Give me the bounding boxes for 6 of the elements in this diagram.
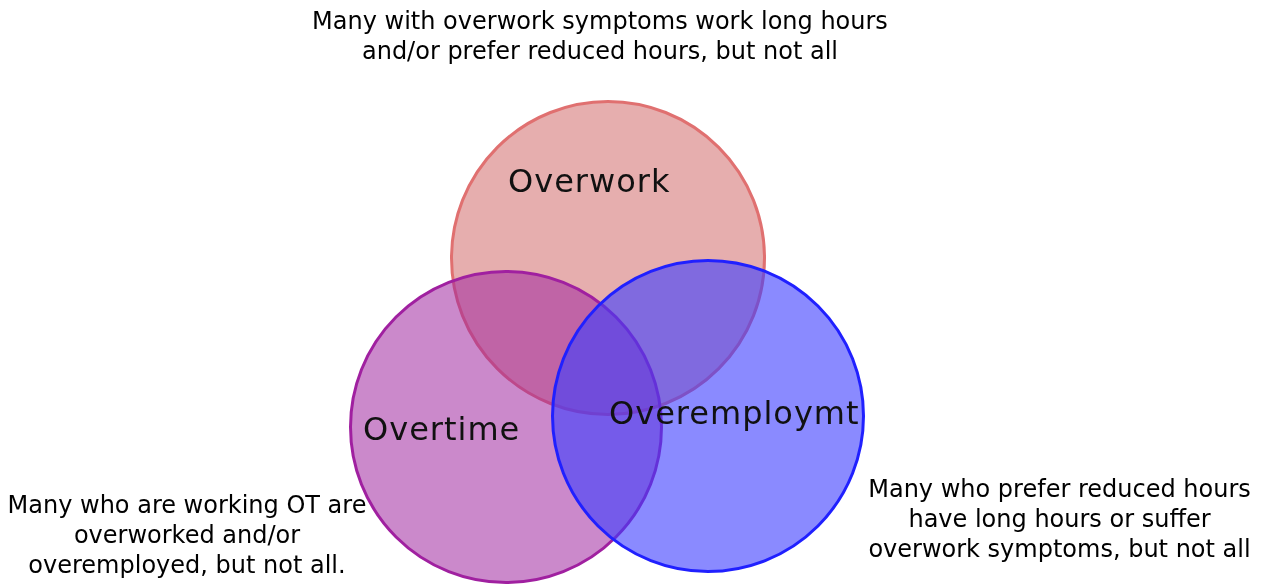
note: Many with overwork symptoms work long hours and/or prefer reduced hours, but not all — [311, 6, 889, 66]
note: Many who prefer reduced hours have long hours or suffer overwork symptoms, but not all — [867, 474, 1252, 564]
circle-label: Overemploymt — [609, 394, 860, 432]
note: Many who are working OT are overworked and/or overemployed, but not all. — [6, 490, 368, 580]
circle-label: Overwork — [508, 162, 671, 200]
circle-label: Overtime — [363, 410, 521, 448]
